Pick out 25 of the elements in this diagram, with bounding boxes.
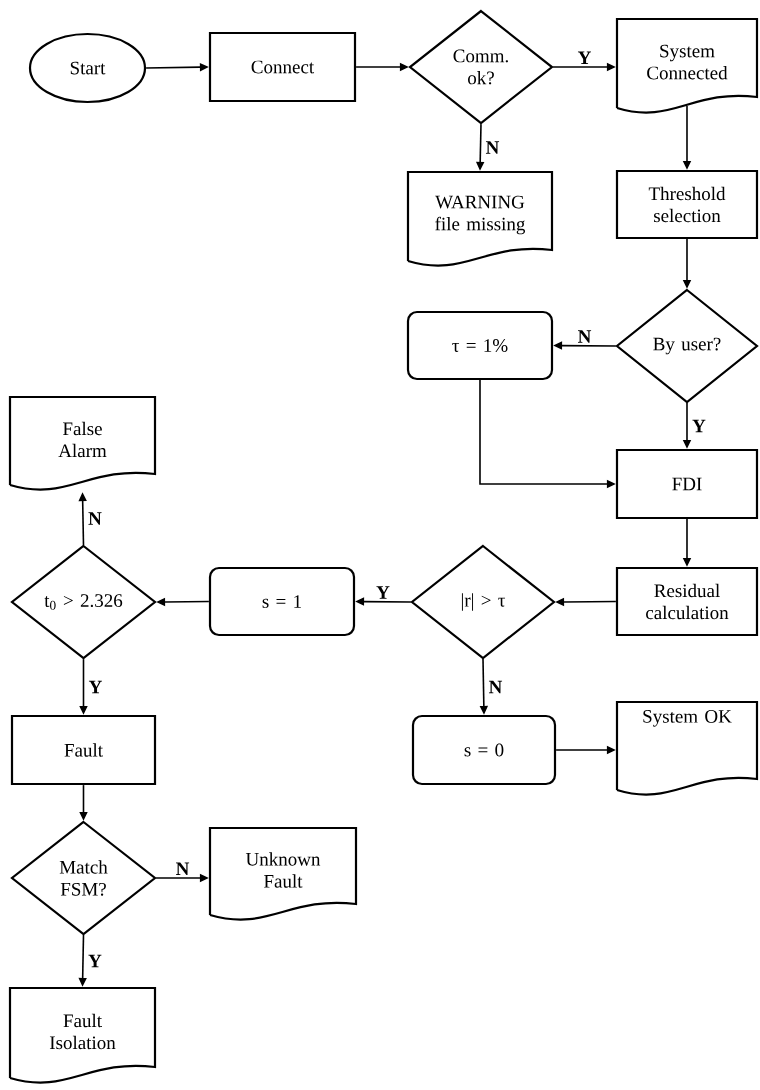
edge-label: Y [691, 418, 707, 434]
edge-label: Y [576, 50, 593, 65]
rounded-box: s = 1 [208, 566, 356, 637]
edge-label: N [576, 329, 593, 344]
document-shape: WARNING file missing [406, 170, 554, 267]
document-shape: False Alarm [8, 395, 157, 491]
edge-label: Y [375, 585, 391, 600]
rounded-box: s = 0 [411, 714, 557, 786]
document-shape: Unknown Fault [208, 826, 358, 921]
rounded-box: τ = 1% [406, 310, 554, 381]
terminal-oval: Start [28, 32, 147, 104]
document-shape: System Connected [615, 17, 759, 114]
edge-label: N [484, 140, 501, 155]
edge-label: Y [87, 953, 103, 969]
document-shape: Fault Isolation [8, 986, 157, 1084]
edge-label: N [87, 511, 103, 526]
process-box: Fault [10, 714, 157, 786]
process-box: Threshold selection [615, 169, 759, 240]
document-shape: System OK [615, 700, 759, 796]
process-box: FDI [615, 448, 759, 520]
edge-label: Y [87, 679, 104, 695]
process-box: Connect [208, 31, 357, 103]
edge-label: N [174, 861, 191, 876]
process-box: Residual calculation [615, 566, 759, 637]
edge-label: N [487, 679, 504, 695]
